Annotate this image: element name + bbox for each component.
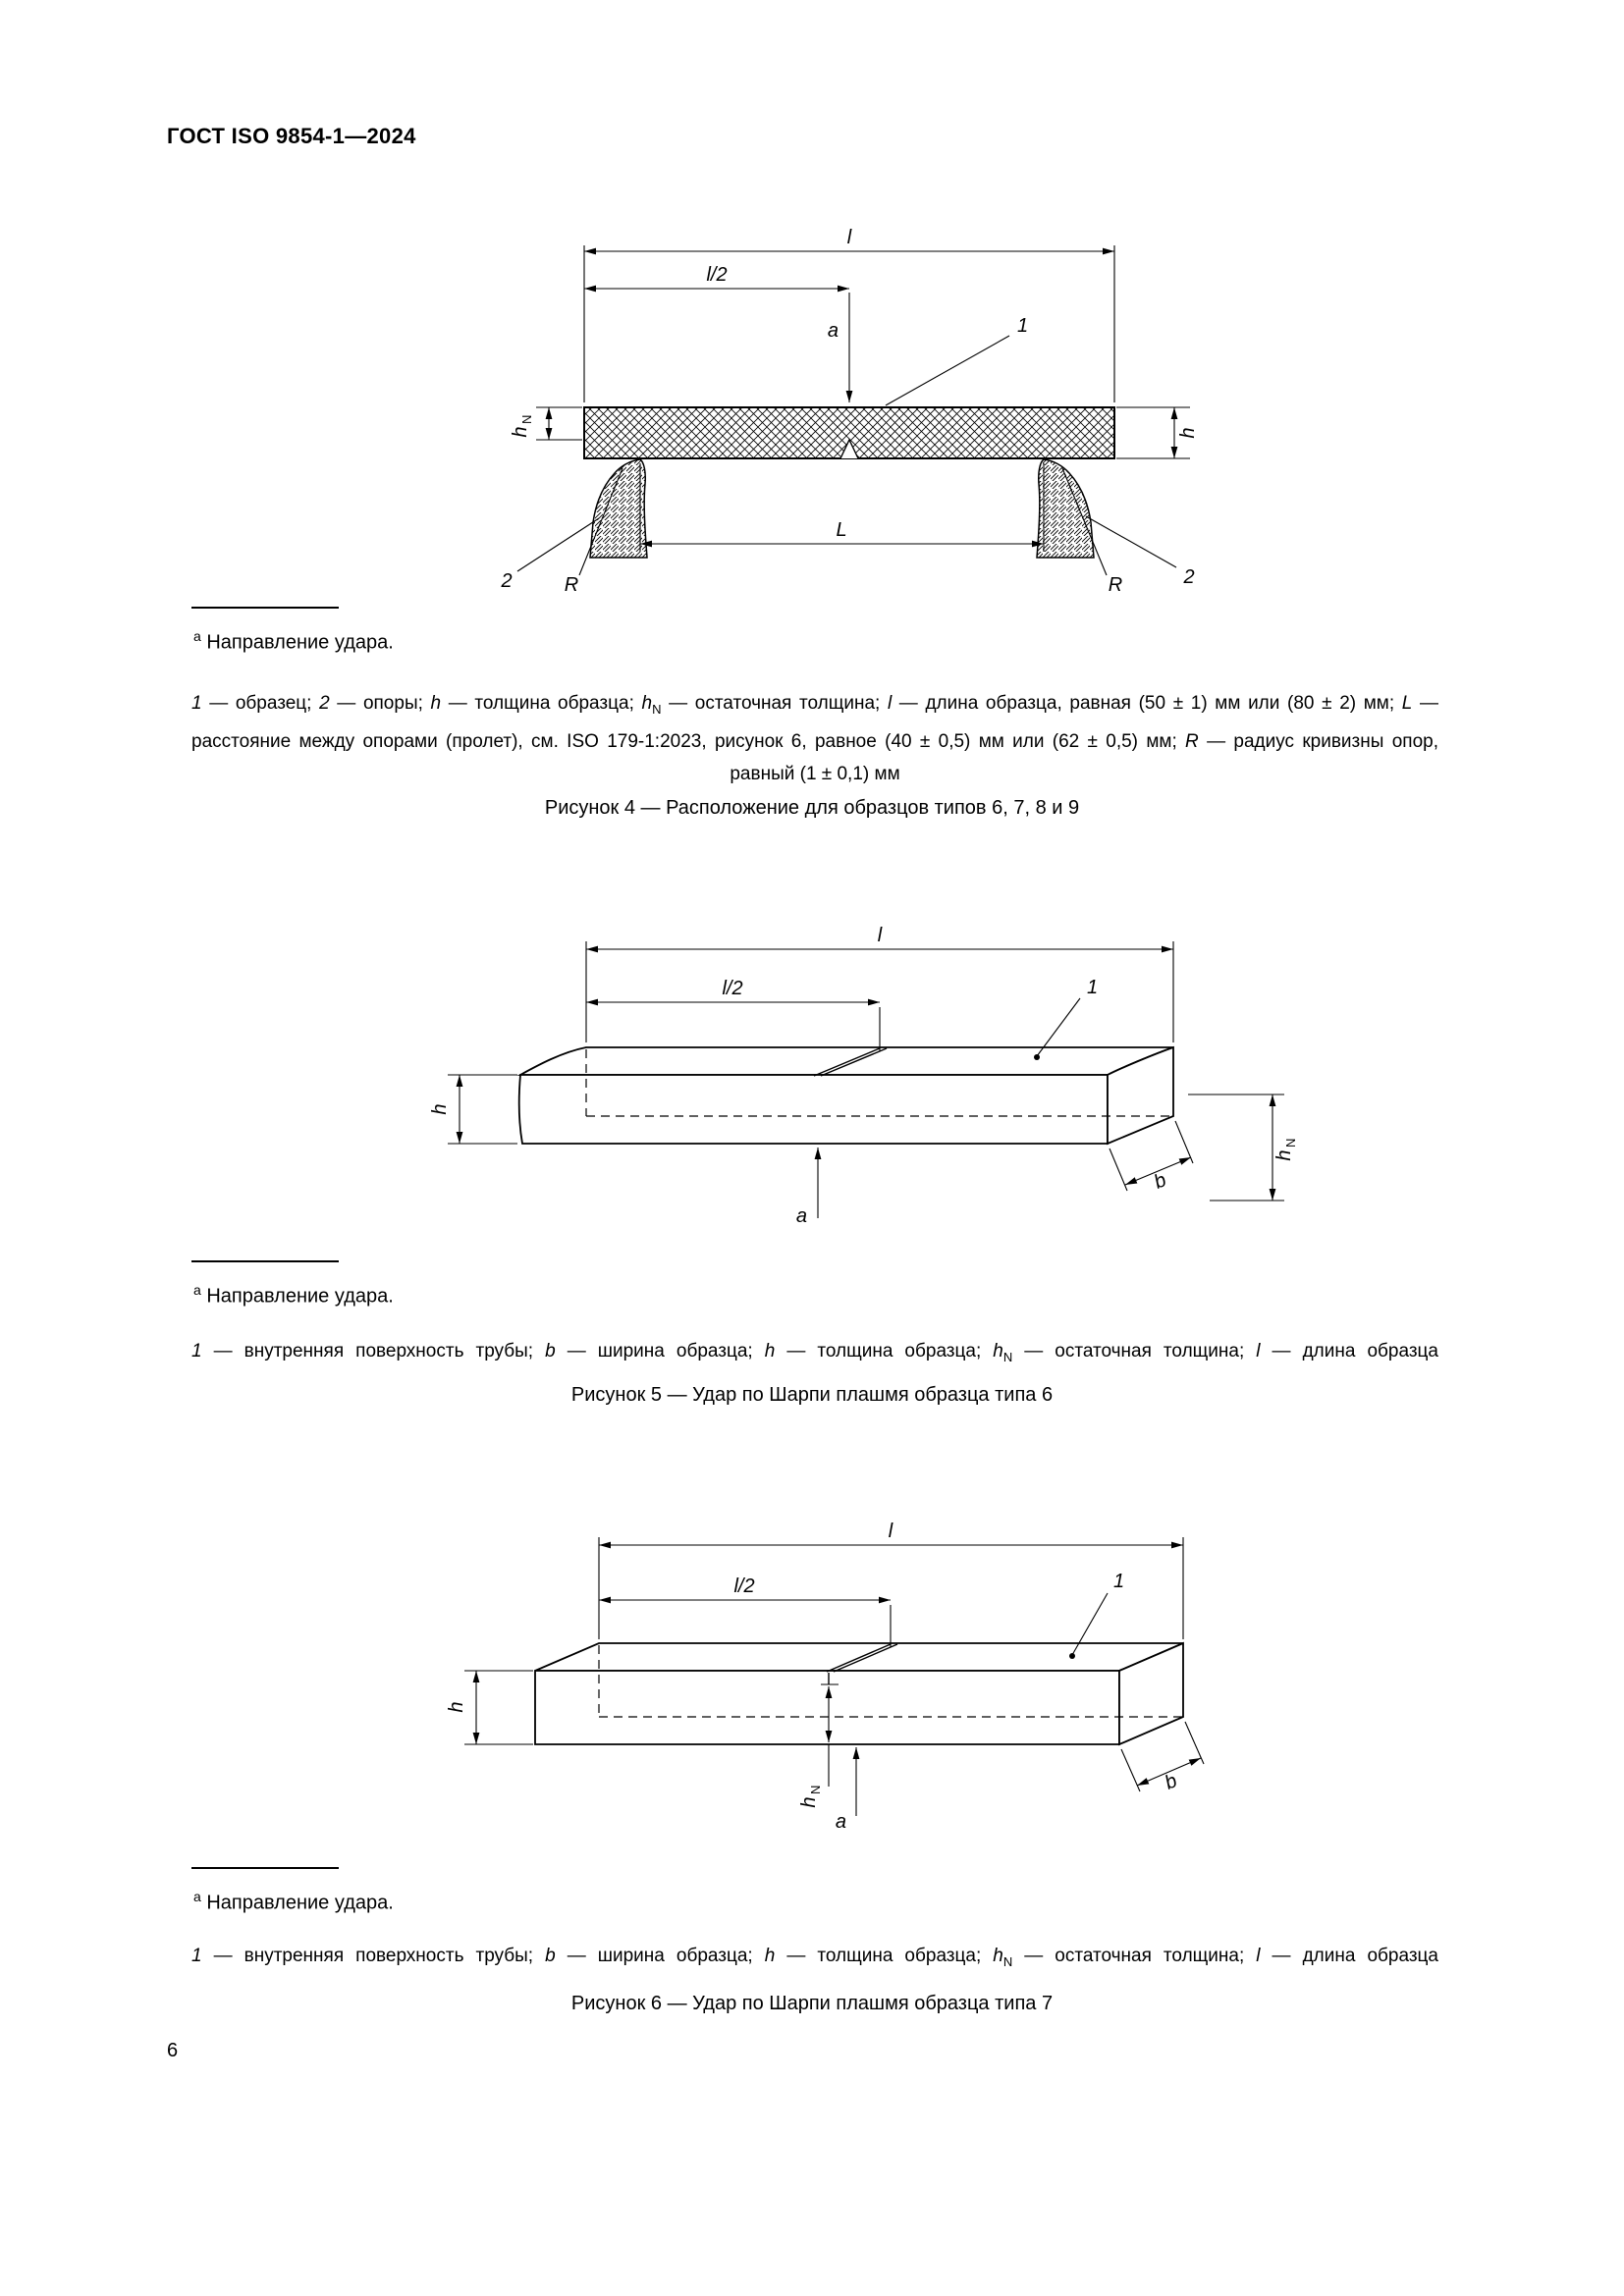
figure5-caption: 1 — внутренняя поверхность трубы; b — ши…	[191, 1341, 1438, 1364]
svg-text:N: N	[808, 1786, 823, 1794]
dim-L	[639, 463, 1045, 552]
label-support-left: 2	[500, 570, 512, 592]
label-hn: h N	[1273, 1139, 1298, 1161]
label-specimen: 1	[1017, 315, 1028, 337]
support-left	[589, 458, 648, 559]
page-header: ГОСТ ISO 9854-1—2024	[167, 124, 416, 148]
dim-h	[464, 1670, 533, 1745]
label-hn: h N	[798, 1786, 823, 1808]
specimen-end-face	[1118, 1641, 1184, 1746]
dim-l	[583, 245, 1115, 402]
leader-support-right	[1085, 515, 1177, 568]
notch-groove	[826, 1643, 898, 1684]
svg-text:h: h	[510, 426, 531, 437]
label-radius-left: R	[565, 574, 578, 596]
leader-inner-surface	[1036, 997, 1081, 1057]
dim-l-half	[599, 1596, 892, 1647]
label-L: L	[836, 519, 846, 541]
figure6-drawing: l l/2 1 h h N a	[446, 1521, 1205, 1833]
label-impact-direction: a	[828, 320, 839, 342]
specimen-end-face	[1107, 1045, 1174, 1146]
svg-text:h: h	[798, 1796, 820, 1807]
label-inner-surface: 1	[1087, 977, 1098, 998]
dim-l	[598, 1537, 1184, 1639]
label-support-right: 2	[1182, 566, 1194, 588]
specimen-front-face	[534, 1670, 1120, 1745]
figure6-caption: 1 — внутренняя поверхность трубы; b — ши…	[191, 1946, 1438, 1969]
support-right	[1036, 458, 1095, 559]
dim-b	[1109, 1120, 1194, 1192]
notch-groove	[813, 1047, 888, 1077]
figure5-footnote: a Направление удара.	[193, 1282, 394, 1308]
label-l-half: l/2	[722, 978, 742, 999]
figure4-drawing: l l/2 a 1 h N h	[500, 227, 1199, 596]
page-number: 6	[167, 2040, 179, 2061]
label-impact-direction: a	[796, 1205, 807, 1227]
label-b: b	[1162, 1770, 1180, 1794]
figure4-caption: 1 — образец; 2 — опоры; h — толщина обра…	[191, 693, 1438, 784]
leader-dot	[1069, 1653, 1075, 1659]
label-h: h	[1177, 427, 1199, 438]
dim-hn	[536, 406, 582, 441]
footnote-separator	[191, 607, 339, 609]
svg-text:N: N	[1283, 1139, 1298, 1148]
svg-text:h: h	[1273, 1149, 1295, 1160]
figure6-title: Рисунок 6 — Удар по Шарпи плашмя образца…	[570, 1993, 1054, 2014]
dim-hn	[1188, 1094, 1284, 1201]
label-radius-right: R	[1109, 574, 1122, 596]
label-l: l	[847, 227, 852, 248]
dim-l	[585, 941, 1174, 1042]
label-inner-surface: 1	[1113, 1571, 1124, 1592]
label-h: h	[429, 1103, 451, 1114]
notch	[839, 438, 859, 459]
dim-l-half	[586, 998, 881, 1051]
figure5-drawing: l l/2 1 h a b h	[429, 925, 1298, 1227]
leader-inner-surface	[1071, 1592, 1109, 1656]
footnote-separator	[191, 1260, 339, 1262]
leader-support-left	[516, 517, 600, 572]
svg-text:N: N	[519, 415, 534, 424]
leader-radius-right	[1061, 467, 1108, 576]
footnote-separator	[191, 1867, 339, 1869]
dim-h	[448, 1074, 517, 1145]
leader-specimen	[885, 335, 1010, 406]
label-l: l	[889, 1521, 893, 1542]
label-hn: h N	[510, 415, 534, 438]
dim-hn	[821, 1683, 839, 1787]
specimen-top-face	[534, 1642, 1184, 1672]
label-impact-direction: a	[836, 1811, 846, 1833]
label-b: b	[1151, 1169, 1169, 1194]
dim-b	[1120, 1721, 1205, 1792]
dim-h	[1116, 406, 1190, 459]
label-l: l	[878, 925, 883, 946]
leader-radius-left	[578, 467, 623, 576]
label-l-half: l/2	[733, 1575, 754, 1597]
figure4-footnote: a Направление удара.	[193, 628, 394, 654]
specimen-front-face	[517, 1074, 1109, 1145]
leader-dot	[1034, 1054, 1040, 1060]
figure5-title: Рисунок 5 — Удар по Шарпи плашмя образца…	[570, 1384, 1054, 1406]
label-l-half: l/2	[706, 264, 727, 286]
figure4-title: Рисунок 4 — Расположение для образцов ти…	[544, 797, 1080, 819]
figure6-footnote: a Направление удара.	[193, 1889, 394, 1914]
specimen-top-face	[516, 1046, 1174, 1076]
label-h: h	[446, 1701, 467, 1712]
